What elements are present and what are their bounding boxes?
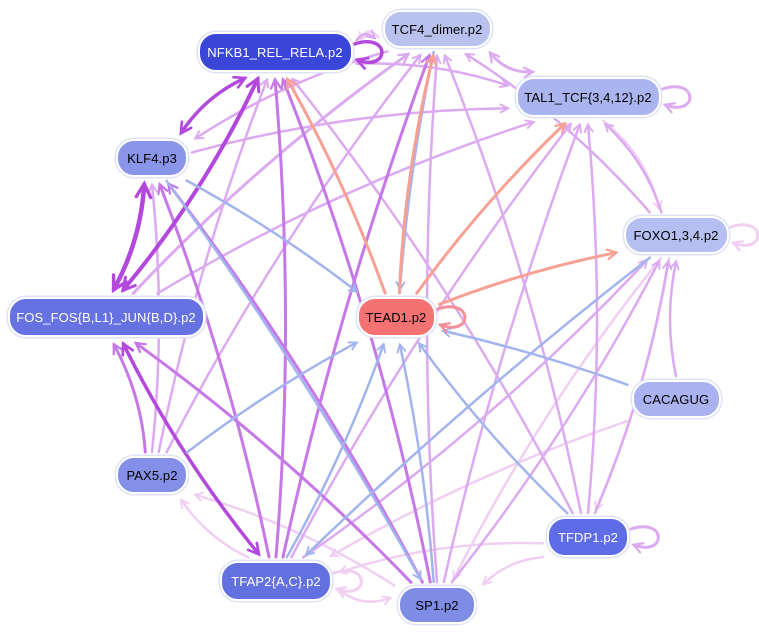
edge-tfap2-tead1 bbox=[285, 342, 386, 559]
node-cacagug[interactable]: CACAGUG bbox=[631, 380, 721, 418]
edge-tead1-foxo bbox=[438, 248, 619, 306]
node-label: TFDP1.p2 bbox=[557, 529, 619, 545]
node-label: TEAD1.p2 bbox=[365, 309, 427, 325]
self-loop-tead1 bbox=[436, 305, 467, 334]
self-loop-nfkb1 bbox=[352, 40, 384, 70]
edge-pax5-tead1 bbox=[185, 341, 359, 454]
edge-tfdp1-tal1 bbox=[583, 122, 599, 515]
edge-cacagug-foxo bbox=[668, 259, 680, 378]
edge-klf4-sp1 bbox=[165, 179, 422, 581]
node-tcf4[interactable]: TCF4_dimer.p2 bbox=[382, 10, 492, 48]
edge-tfdp1-sp1 bbox=[481, 555, 545, 586]
edge-tcf4-tal1 bbox=[488, 50, 536, 79]
edge-tead1-tal1 bbox=[415, 121, 567, 295]
edge-sp1-tal1 bbox=[442, 122, 583, 584]
node-foxo[interactable]: FOXO1,3,4.p2 bbox=[623, 216, 729, 254]
edge-foxo-tal1 bbox=[603, 122, 663, 214]
self-loop-tfap2 bbox=[332, 569, 363, 598]
edge-tfap2-tcf4 bbox=[281, 52, 432, 559]
edge-tfap2-foxo bbox=[302, 258, 649, 559]
edge-tfdp1-nfkb1 bbox=[291, 77, 574, 515]
edge-tfdp1-tcf4 bbox=[442, 53, 583, 515]
node-pax5[interactable]: PAX5.p2 bbox=[116, 456, 188, 494]
node-label: TCF4_dimer.p2 bbox=[391, 21, 483, 37]
edge-sp1-tead1 bbox=[396, 342, 435, 584]
node-label: PAX5.p2 bbox=[126, 467, 178, 483]
edge-tead1-tcf4 bbox=[397, 53, 438, 295]
edge-fos-tfap2 bbox=[121, 341, 261, 557]
edge-pax5-tcf4 bbox=[165, 53, 422, 454]
node-tfdp1[interactable]: TFDP1.p2 bbox=[547, 517, 629, 557]
edge-klf4-nfkb1 bbox=[179, 75, 248, 136]
node-label: KLF4.p3 bbox=[127, 150, 177, 166]
edge-cacagug-tfap2 bbox=[328, 419, 629, 558]
node-label: FOS_FOS{B,L1}_JUN{B,D}.p2 bbox=[16, 309, 196, 325]
self-loop-foxo bbox=[729, 223, 759, 252]
edge-foxo-tfap2 bbox=[304, 256, 652, 557]
edge-foxo-sp1 bbox=[452, 256, 663, 582]
node-nfkb1[interactable]: NFKB1_REL_RELA.p2 bbox=[197, 32, 353, 72]
node-tfap2[interactable]: TFAP2{A,C}.p2 bbox=[220, 561, 332, 601]
node-sp1[interactable]: SP1.p2 bbox=[398, 586, 476, 624]
node-klf4[interactable]: KLF4.p3 bbox=[116, 139, 188, 177]
edge-pax5-fos bbox=[112, 342, 147, 454]
node-label: TFAP2{A,C}.p2 bbox=[231, 573, 321, 589]
edge-nfkb1-tal1 bbox=[355, 62, 510, 88]
edge-tfdp1-tfap2 bbox=[337, 541, 545, 575]
edge-sp1-foxo bbox=[450, 258, 661, 584]
node-label: CACAGUG bbox=[642, 391, 710, 407]
edge-klf4-tead1 bbox=[185, 179, 359, 293]
node-label: FOXO1,3,4.p2 bbox=[633, 227, 719, 243]
edge-cacagug-tead1 bbox=[440, 327, 629, 387]
edge-pax5-nfkb1 bbox=[157, 77, 270, 454]
edge-tfap2-nfkb1 bbox=[269, 77, 288, 559]
node-label: TAL1_TCF{3,4,12}.p2 bbox=[524, 89, 652, 105]
edge-nfkb1-tcf4 bbox=[355, 29, 377, 42]
node-tead1[interactable]: TEAD1.p2 bbox=[356, 297, 436, 337]
edge-tead1-nfkb1 bbox=[286, 76, 387, 295]
edge-tfdp1-tead1 bbox=[417, 341, 569, 515]
edge-tal1-foxo bbox=[601, 119, 663, 212]
node-label: SP1.p2 bbox=[415, 597, 459, 613]
self-loop-tal1 bbox=[661, 85, 692, 114]
node-fos[interactable]: FOS_FOS{B,L1}_JUN{B,D}.p2 bbox=[7, 297, 205, 337]
node-label: NFKB1_REL_RELA.p2 bbox=[207, 44, 343, 60]
self-loop-tfdp1 bbox=[629, 525, 660, 554]
node-tal1[interactable]: TAL1_TCF{3,4,12}.p2 bbox=[515, 77, 661, 117]
edge-fos-klf4 bbox=[111, 180, 153, 294]
